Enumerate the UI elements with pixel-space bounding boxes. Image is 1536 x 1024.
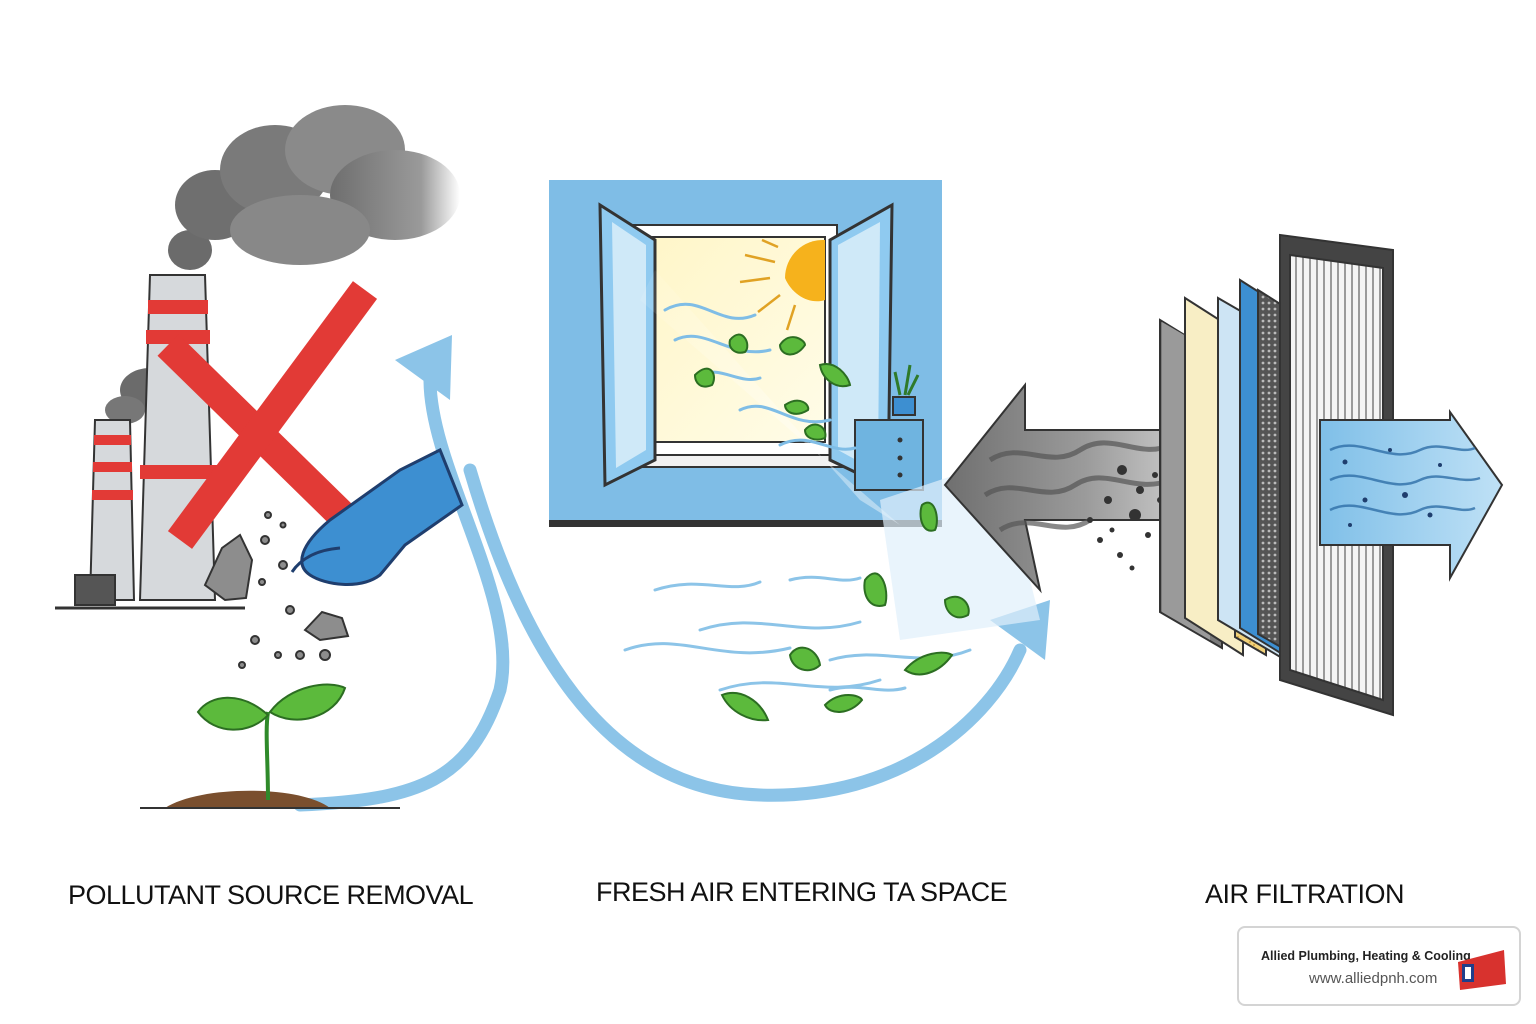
leaf-icon <box>720 501 970 722</box>
company-badge[interactable]: Allied Plumbing, Heating & Cooling www.a… <box>1237 926 1521 1006</box>
caption-fresh-air: FRESH AIR ENTERING TA SPACE <box>596 877 1008 907</box>
sprout-icon <box>140 683 400 809</box>
open-window-icon <box>549 180 942 527</box>
company-website[interactable]: www.alliedpnh.com <box>1309 970 1438 987</box>
clean-air-arrow-icon <box>1319 408 1504 582</box>
wind-lines-floor <box>623 575 972 692</box>
plant-pot-icon <box>854 364 924 491</box>
glove-hand-icon <box>290 447 464 586</box>
logo-icon <box>1458 950 1506 990</box>
filter-stack-icon <box>1159 233 1394 717</box>
red-cross-icon <box>157 281 378 549</box>
company-name: Allied Plumbing, Heating & Cooling <box>1261 949 1471 963</box>
leaf-icon <box>693 333 852 441</box>
sun-icon <box>739 238 825 331</box>
debris-icon <box>203 511 350 669</box>
flow-arrowhead-up <box>395 335 452 400</box>
caption-pollutant-source-removal: POLLUTANT SOURCE REMOVAL <box>68 880 474 910</box>
caption-air-filtration: AIR FILTRATION <box>1205 879 1405 909</box>
